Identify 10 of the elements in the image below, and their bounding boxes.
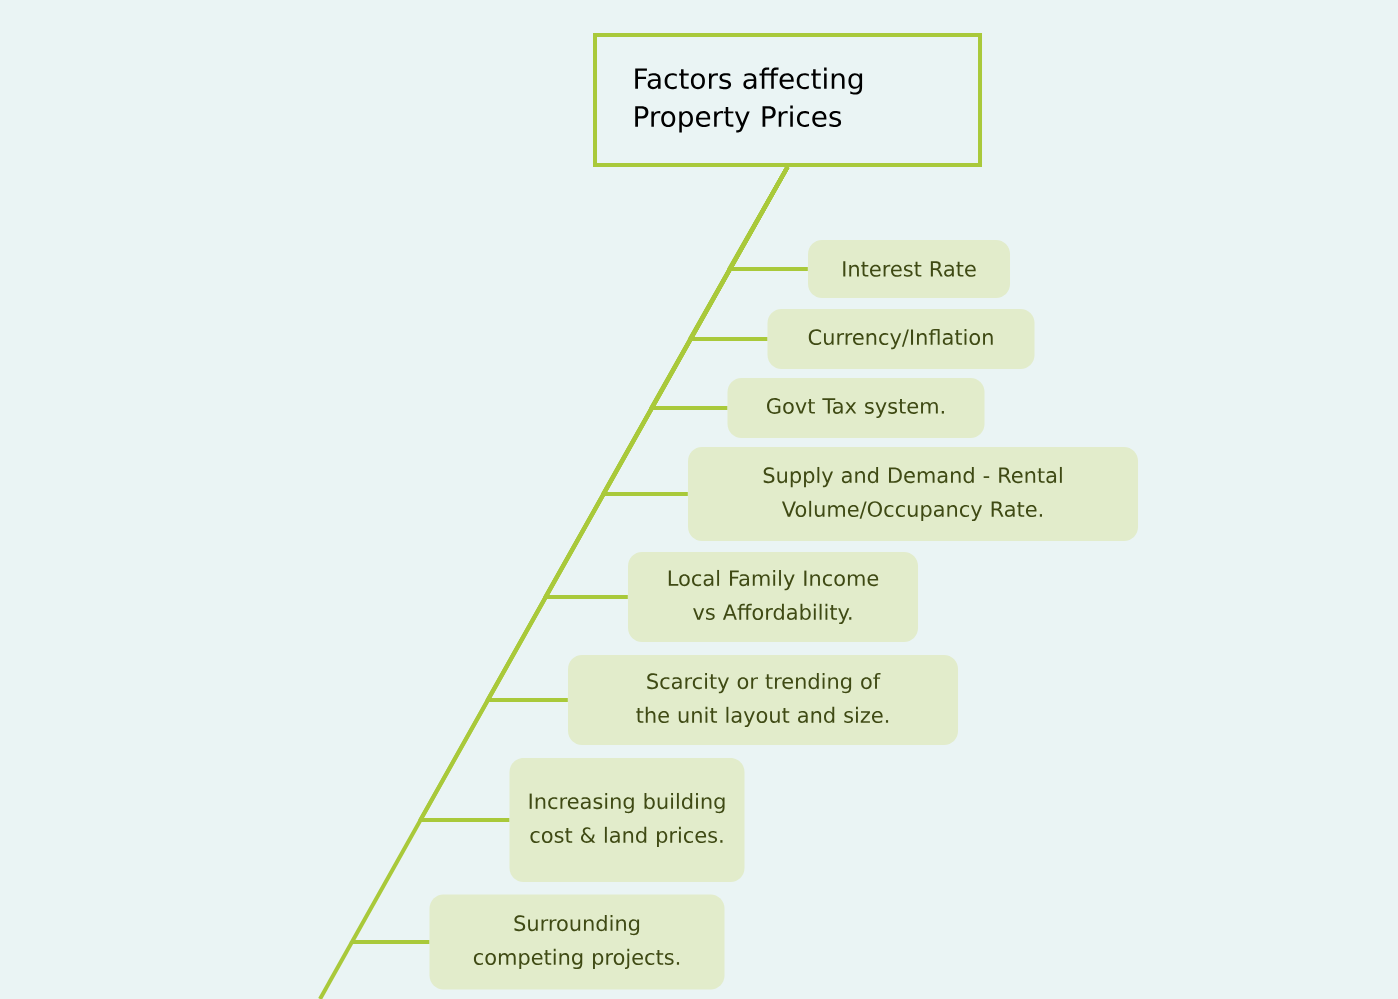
branch-line xyxy=(349,166,790,944)
factor-box: Local Family Income vs Affordability. xyxy=(628,552,918,642)
factor-box: Scarcity or trending of the unit layout and size. xyxy=(568,655,958,745)
factor-box: Supply and Demand - Rental Volume/Occupancy Rate. xyxy=(688,447,1138,541)
title-box: Factors affecting Property Prices xyxy=(593,33,982,167)
factor-box: Surrounding competing projects. xyxy=(429,894,725,990)
factor-box: Currency/Inflation xyxy=(767,309,1035,369)
factor-box: Govt Tax system. xyxy=(727,378,985,438)
factor-box: Interest Rate xyxy=(808,240,1010,298)
factor-box: Increasing building cost & land prices. xyxy=(509,758,745,882)
